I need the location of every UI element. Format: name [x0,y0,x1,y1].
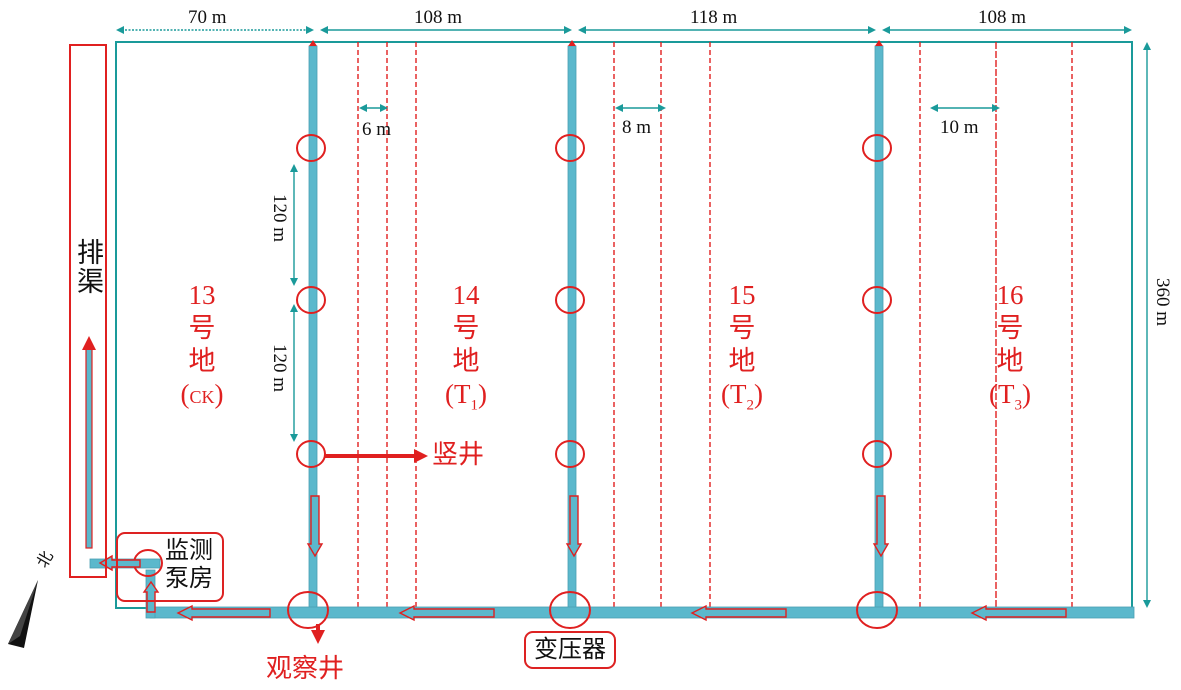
down-arrow [872,495,890,558]
drain-flow [85,347,93,549]
transformer-label: 变压器 [534,637,606,663]
treatment-code: T [998,379,1015,409]
dim-label-360m: 360 m [1152,278,1173,327]
well [862,440,892,468]
plot-di: 地 [452,346,480,376]
plot-13: 13 号 地 (CK) [172,282,232,414]
drain-channel [69,44,107,578]
north-arrow-icon [8,580,38,648]
plot-hao: 号 [996,313,1024,343]
well [555,286,585,314]
pump-house-box: 监测 泵房 [116,532,224,602]
dim-label-108m-2: 108 m [978,7,1027,28]
well [555,134,585,162]
up-arrow-pump [142,580,160,613]
plot-number: 13 [188,280,216,310]
plot-15: 15 号 地 (T2) [712,282,772,414]
left-arrow [176,604,271,622]
drain-arrow-head [82,336,96,350]
pipe-top-marker [568,40,576,46]
transformer-box: 变压器 [524,631,616,669]
pump-house-line1: 监测 [165,538,213,564]
dim-label-70m: 70 m [188,7,227,28]
plot-14: 14 号 地 (T1) [436,282,496,414]
treatment-code: T [730,379,747,409]
left-arrow [690,604,787,622]
plot-hao: 号 [188,313,216,343]
treatment-sub: 1 [470,397,479,414]
drain-label: 排渠 [73,238,103,296]
dim-label-108m: 108 m [414,7,463,28]
well [296,134,326,162]
bottom-well [287,591,329,629]
left-arrow [970,604,1067,622]
pump-house-line2: 泵房 [165,565,213,592]
well [862,286,892,314]
down-arrow [565,495,583,558]
plot-treatment: (T2) [721,379,763,414]
dim-label-10m: 10 m [940,117,979,138]
down-arrow [306,495,324,558]
plot-di: 地 [188,346,216,376]
plot-hao: 号 [728,313,756,343]
dim-label-8m: 8 m [622,117,652,138]
pipe-top-marker [875,40,883,46]
plot-number: 16 [996,280,1024,310]
bottom-well [549,591,591,629]
plot-treatment: (T3) [989,379,1031,414]
down-flow-arrows [306,495,890,558]
dimension-arrows [116,26,1151,608]
plot-di: 地 [996,346,1024,376]
treatment-code: T [454,379,471,409]
wells [133,134,898,629]
plot-number: 14 [452,280,480,310]
dim-label-118m: 118 m [690,7,738,28]
bottom-well [856,591,898,629]
plot-16: 16 号 地 (T3) [980,282,1040,414]
left-arrow [398,604,495,622]
plot-treatment: (T1) [445,379,487,414]
dashed-drains [357,42,1073,608]
shaft-label: 竖井 [432,440,485,469]
well [862,134,892,162]
dim-label-6m: 6 m [362,119,392,140]
plot-di: 地 [728,346,756,376]
plot-hao: 号 [452,313,480,343]
treatment-sub: 3 [1014,397,1023,414]
observation-well-label: 观察井 [266,654,345,683]
dim-label-120m-2: 120 m [269,344,290,393]
well [555,440,585,468]
pipe-top-marker [309,40,317,46]
treatment-sub: 2 [746,397,755,414]
well [296,286,326,314]
dim-label-120m-1: 120 m [269,194,290,243]
plot-number: 15 [728,280,756,310]
plot-treatment: (CK) [180,379,224,409]
treatment-code: CK [189,387,215,407]
left-flow-arrows [98,554,1067,622]
